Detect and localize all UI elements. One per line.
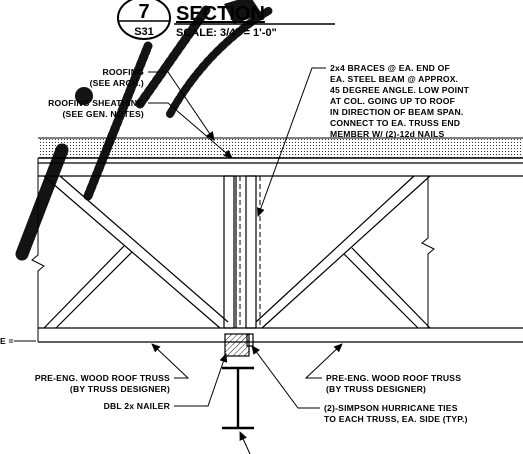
label-sheathing-line-1: ROOFING SHEATHING <box>48 98 144 108</box>
braces-note-line-2: EA. STEEL BEAM @ APPROX. <box>330 74 458 84</box>
right-web-short <box>343 247 431 329</box>
hurricane-tie <box>246 333 254 347</box>
label-ties-line-1: (2)-SIMPSON HURRICANE TIES <box>324 403 458 413</box>
label-truss-right-line-2: (BY TRUSS DESIGNER) <box>326 384 426 394</box>
braces-note-line-6: CONNECT TO EA. TRUSS END <box>330 118 460 128</box>
leader-truss-right <box>304 343 343 379</box>
left-web-short <box>43 245 133 329</box>
label-roofing-line-2: (SEE ARCH.) <box>90 78 144 88</box>
leader-sheathing <box>148 102 233 159</box>
leader-truss-left <box>151 343 190 379</box>
leader-bottom <box>239 431 251 454</box>
leader-roofing <box>148 71 215 141</box>
left-web-diagonal <box>43 175 229 329</box>
braces-note-line-7: MEMBER W/ (2)-12d NAILS <box>330 129 444 139</box>
braces-note-line-3: 45 DEGREE ANGLE. LOW POINT <box>330 85 470 95</box>
label-truss-right-line-1: PRE-ENG. WOOD ROOF TRUSS <box>326 373 461 383</box>
watermark-stroke-1 <box>15 143 69 261</box>
column-stud-right <box>245 175 257 329</box>
break-lines <box>31 158 435 342</box>
detail-number: 7 <box>138 1 149 23</box>
watermark <box>15 0 274 261</box>
column-assembly <box>222 175 261 430</box>
annotations: ROOFING (SEE ARCH.) ROOFING SHEATHING (S… <box>0 63 470 424</box>
watermark-blot <box>224 0 262 24</box>
double-nailer <box>224 333 250 357</box>
watermark-stroke-3 <box>135 5 211 109</box>
braces-note-line-1: 2x4 BRACES @ EA. END OF <box>330 63 450 73</box>
label-truss-left-line-2: (BY TRUSS DESIGNER) <box>70 384 170 394</box>
column-stud-left <box>223 175 235 329</box>
roof-assembly <box>38 137 523 343</box>
cut-edge-label: E = <box>0 336 14 346</box>
scale-note: SCALE: 3/4" = 1'-0" <box>176 27 277 39</box>
detail-bubble <box>117 0 171 40</box>
label-ties-line-2: TO EACH TRUSS, EA. SIDE (TYP.) <box>324 414 468 424</box>
label-nailer: DBL 2x NAILER <box>104 401 171 411</box>
leader-nailer <box>174 353 228 407</box>
sheet-reference: S31 <box>134 26 154 38</box>
break-line-left <box>31 158 45 342</box>
braces-note-line-4: AT COL. GOING UP TO ROOF <box>330 96 455 106</box>
braces-note-line-5: IN DIRECTION OF BEAM SPAN. <box>330 107 463 117</box>
truss-webs <box>43 175 431 329</box>
right-web-diagonal <box>255 175 431 329</box>
leader-braces <box>256 67 326 217</box>
label-roofing-line-1: ROOFING <box>102 67 144 77</box>
roofing-layer <box>38 138 523 158</box>
label-truss-left-line-1: PRE-ENG. WOOD ROOF TRUSS <box>35 373 170 383</box>
watermark-dot <box>75 87 93 105</box>
leader-ties <box>251 345 320 409</box>
label-sheathing-line-2: (SEE GEN. NOTES) <box>62 109 144 119</box>
leader-lines <box>148 67 343 454</box>
watermark-stroke-4 <box>166 6 274 118</box>
break-line-right <box>421 176 435 328</box>
watermark-stroke-2 <box>83 41 153 201</box>
